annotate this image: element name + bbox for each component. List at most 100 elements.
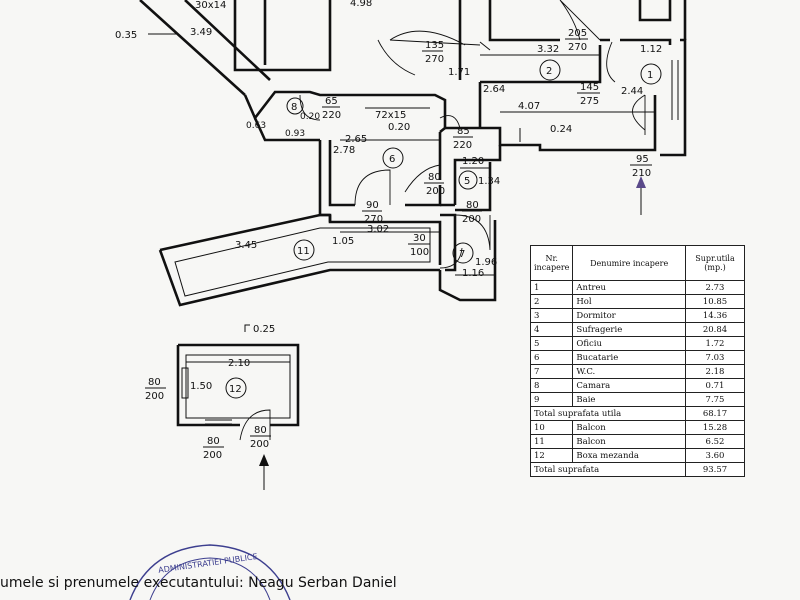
subtotal-label: Total suprafata utila	[530, 406, 686, 421]
row-number: 12	[529, 448, 574, 463]
dim-0-25: 0.25	[253, 324, 275, 335]
diagonal-wing	[139, 0, 462, 96]
entrance-arrows	[148, 33, 646, 490]
stamp-text: ADMINISTRATIEI PUBLICE	[158, 552, 258, 575]
room-name: Bucatarie	[572, 350, 686, 365]
row-number: 7	[529, 364, 574, 379]
row-number: 5	[529, 336, 574, 351]
room-name: Hol	[572, 294, 686, 309]
dim-95: 95	[636, 154, 649, 165]
dim-3-49: 3.49	[190, 27, 212, 38]
total-row: Total suprafata 93.57	[530, 462, 745, 477]
dim-80-e: 80	[254, 425, 267, 436]
dim-200-d: 200	[203, 450, 222, 461]
dim-2-65: 2.65	[345, 134, 367, 145]
dim-145: 145	[580, 82, 599, 93]
dim-80-b: 80	[466, 200, 479, 211]
dim-1-50: 1.50	[190, 381, 212, 392]
room-number-11: 11	[297, 246, 310, 257]
dim-1-05: 1.05	[332, 236, 354, 247]
room-number-12: 12	[229, 384, 242, 395]
dim-100: 100	[410, 247, 429, 258]
dim-0-63: 0.63	[246, 121, 266, 131]
room-name: Boxa mezanda	[572, 448, 686, 463]
room-number-1: 1	[647, 70, 653, 81]
dim-0-20: 0.20	[388, 122, 410, 133]
executor-name-line: umele si prenumele executantului: Neagu …	[0, 575, 397, 591]
total-label: Total suprafata	[530, 462, 686, 477]
dim-0-20-b: 0.20	[300, 112, 320, 122]
dim-1-16: 1.16	[462, 268, 484, 279]
dim-2-44: 2.44	[621, 86, 643, 97]
dim-270-b: 270	[568, 42, 587, 53]
dim-200-b: 200	[462, 214, 481, 225]
dim-3-02: 3.02	[367, 224, 389, 235]
row-number: 2	[529, 294, 574, 309]
dim-1-20: 1.20	[462, 156, 484, 167]
row-number: 1	[529, 280, 574, 295]
dim-1-96: 1.96	[475, 257, 497, 268]
dim-2-64: 2.64	[483, 84, 505, 95]
dim-4-98: 4.98	[350, 0, 372, 9]
dimension-labels: 30x14 4.98 0.35 3.49 135 270 3.32 205 27…	[115, 0, 662, 461]
dim-85: 85	[457, 126, 470, 137]
dim-4-07: 4.07	[518, 101, 540, 112]
dim-205: 205	[568, 28, 587, 39]
row-number: 8	[529, 378, 574, 393]
dim-0-93: 0.93	[285, 129, 305, 139]
dim-200-e: 200	[250, 439, 269, 450]
room-area: 15.28	[685, 420, 745, 435]
subtotal-row: Total suprafata utila 68.17	[530, 406, 745, 421]
dim-3-45: 3.45	[235, 240, 257, 251]
room-name: Baie	[572, 392, 686, 407]
room-area-table: Nr. incapere Denumire incapere Supr.util…	[529, 245, 745, 477]
dim-200-a: 200	[426, 186, 445, 197]
dim-200-c: 200	[145, 391, 164, 402]
room-area: 3.60	[685, 448, 745, 463]
balcony-11	[158, 213, 442, 307]
dim-0-24: 0.24	[550, 124, 572, 135]
room-area: 7.75	[685, 392, 745, 407]
dimension-lines	[186, 54, 655, 363]
dim-135: 135	[425, 40, 444, 51]
dim-80-a: 80	[428, 172, 441, 183]
room-area: 2.73	[685, 280, 745, 295]
room-markers: 1 2 6 5 7 8 11 12	[225, 59, 662, 399]
room-name: Balcon	[572, 434, 686, 449]
dim-0-35: 0.35	[115, 30, 137, 41]
dim-80-d: 80	[207, 436, 220, 447]
dim-30x14: 30x14	[195, 0, 226, 11]
dim-65: 65	[325, 96, 338, 107]
room-name: Dormitor	[572, 308, 686, 323]
dim-72x15: 72x15	[375, 110, 406, 121]
room-area: 6.52	[685, 434, 745, 449]
dim-270-a: 270	[425, 54, 444, 65]
header-name: Denumire incapere	[572, 245, 686, 281]
door-swings	[239, 0, 646, 441]
official-stamp: ADMINISTRATIEI PUBLICE	[129, 544, 291, 600]
room-number-8: 8	[291, 102, 297, 113]
dim-270-c: 270	[364, 214, 383, 225]
room-name: Balcon	[572, 420, 686, 435]
dim-220-a: 220	[322, 110, 341, 121]
dim-210: 210	[632, 168, 651, 179]
dim-30: 30	[413, 233, 426, 244]
room-area: 14.36	[685, 308, 745, 323]
room-area: 0.71	[685, 378, 745, 393]
row-number: 9	[529, 392, 574, 407]
dim-3-32: 3.32	[537, 44, 559, 55]
dim-80-c: 80	[148, 377, 161, 388]
